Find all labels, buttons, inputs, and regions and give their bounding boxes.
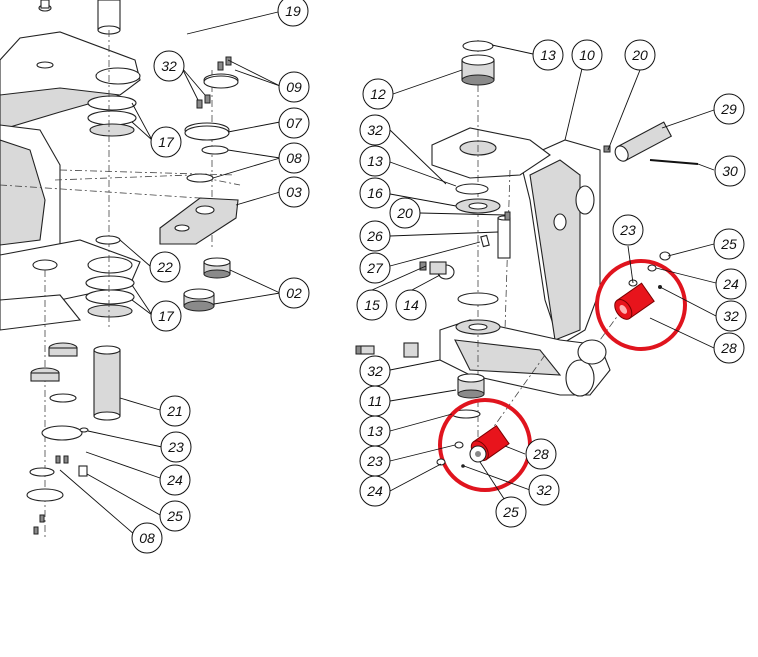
callout-25: 25 [713,228,745,260]
svg-text:22: 22 [156,259,173,275]
callout-14: 14 [395,289,427,321]
svg-text:21: 21 [166,403,183,419]
svg-text:32: 32 [536,482,552,498]
callout-22: 22 [149,251,181,283]
callout-12: 12 [362,78,394,110]
callout-10: 10 [571,39,603,71]
svg-text:15: 15 [364,297,380,313]
callout-16: 16 [359,177,391,209]
highlight-lower [436,398,532,492]
svg-text:26: 26 [366,228,383,244]
svg-text:13: 13 [540,47,556,63]
callout-07: 07 [278,107,310,139]
svg-text:19: 19 [285,3,301,19]
svg-text:30: 30 [722,163,738,179]
callout-03: 03 [278,176,310,208]
callout-26: 26 [359,220,391,252]
callout-08: 08 [278,142,310,174]
callout-17: 17 [150,126,182,158]
callout-08: 08 [131,522,163,554]
svg-text:28: 28 [532,446,549,462]
svg-text:20: 20 [396,205,413,221]
left-assembly [0,0,241,540]
svg-text:13: 13 [367,153,383,169]
svg-text:25: 25 [720,236,737,252]
callout-24: 24 [715,268,747,300]
svg-text:02: 02 [286,285,302,301]
svg-text:24: 24 [722,276,739,292]
highlight-upper [595,259,687,351]
callout-27: 27 [359,252,391,284]
callout-24: 24 [159,464,191,496]
callout-30: 30 [714,155,746,187]
svg-text:08: 08 [286,150,302,166]
callout-28: 28 [713,332,745,364]
callout-32: 32 [715,300,747,332]
callout-29: 29 [713,93,745,125]
callout-21: 21 [159,395,191,427]
svg-text:25: 25 [166,508,183,524]
callout-32: 32 [528,474,560,506]
callouts-right: 13 10 20 12 29 32 13 30 16 20 23 25 26 2… [356,39,747,528]
svg-text:32: 32 [723,308,739,324]
svg-text:23: 23 [366,453,383,469]
callout-11: 11 [359,385,391,417]
svg-text:32: 32 [367,122,383,138]
leader-lines [59,11,717,536]
callout-19: 19 [277,0,309,27]
svg-text:23: 23 [167,439,184,455]
callout-28: 28 [525,438,557,470]
callout-13: 13 [532,39,564,71]
svg-text:24: 24 [366,483,383,499]
highlight-ring-upper [595,259,687,351]
svg-text:17: 17 [158,308,175,324]
right-assembly [355,40,699,461]
svg-text:14: 14 [403,297,419,313]
callout-23: 23 [160,431,192,463]
callout-17: 17 [150,300,182,332]
svg-text:24: 24 [166,472,183,488]
svg-text:29: 29 [720,101,737,117]
callout-23: 23 [359,445,391,477]
callout-09: 09 [278,71,310,103]
callouts-left: 19 32 09 07 17 08 03 22 02 17 21 23 24 2… [131,0,310,554]
callout-25: 25 [159,500,191,532]
callout-13: 13 [359,145,391,177]
svg-text:32: 32 [367,363,383,379]
svg-text:25: 25 [502,504,519,520]
svg-text:20: 20 [631,47,648,63]
svg-text:09: 09 [286,79,302,95]
callout-20: 20 [389,197,421,229]
callout-15: 15 [356,289,388,321]
callout-25: 25 [495,496,527,528]
svg-text:10: 10 [579,47,595,63]
svg-text:08: 08 [139,530,155,546]
callout-23: 23 [612,214,644,246]
svg-text:07: 07 [286,115,303,131]
svg-text:27: 27 [366,260,384,276]
callout-32: 32 [359,114,391,146]
svg-text:23: 23 [619,222,636,238]
callout-20: 20 [624,39,656,71]
svg-text:13: 13 [367,423,383,439]
svg-text:16: 16 [367,185,383,201]
svg-text:28: 28 [720,340,737,356]
callout-32: 32 [153,50,185,82]
svg-text:11: 11 [368,393,383,409]
callout-02: 02 [278,277,310,309]
svg-text:03: 03 [286,184,302,200]
svg-text:32: 32 [161,58,177,74]
svg-text:17: 17 [158,134,175,150]
callout-32: 32 [359,355,391,387]
callout-13: 13 [359,415,391,447]
callout-24: 24 [359,475,391,507]
svg-text:12: 12 [370,86,386,102]
